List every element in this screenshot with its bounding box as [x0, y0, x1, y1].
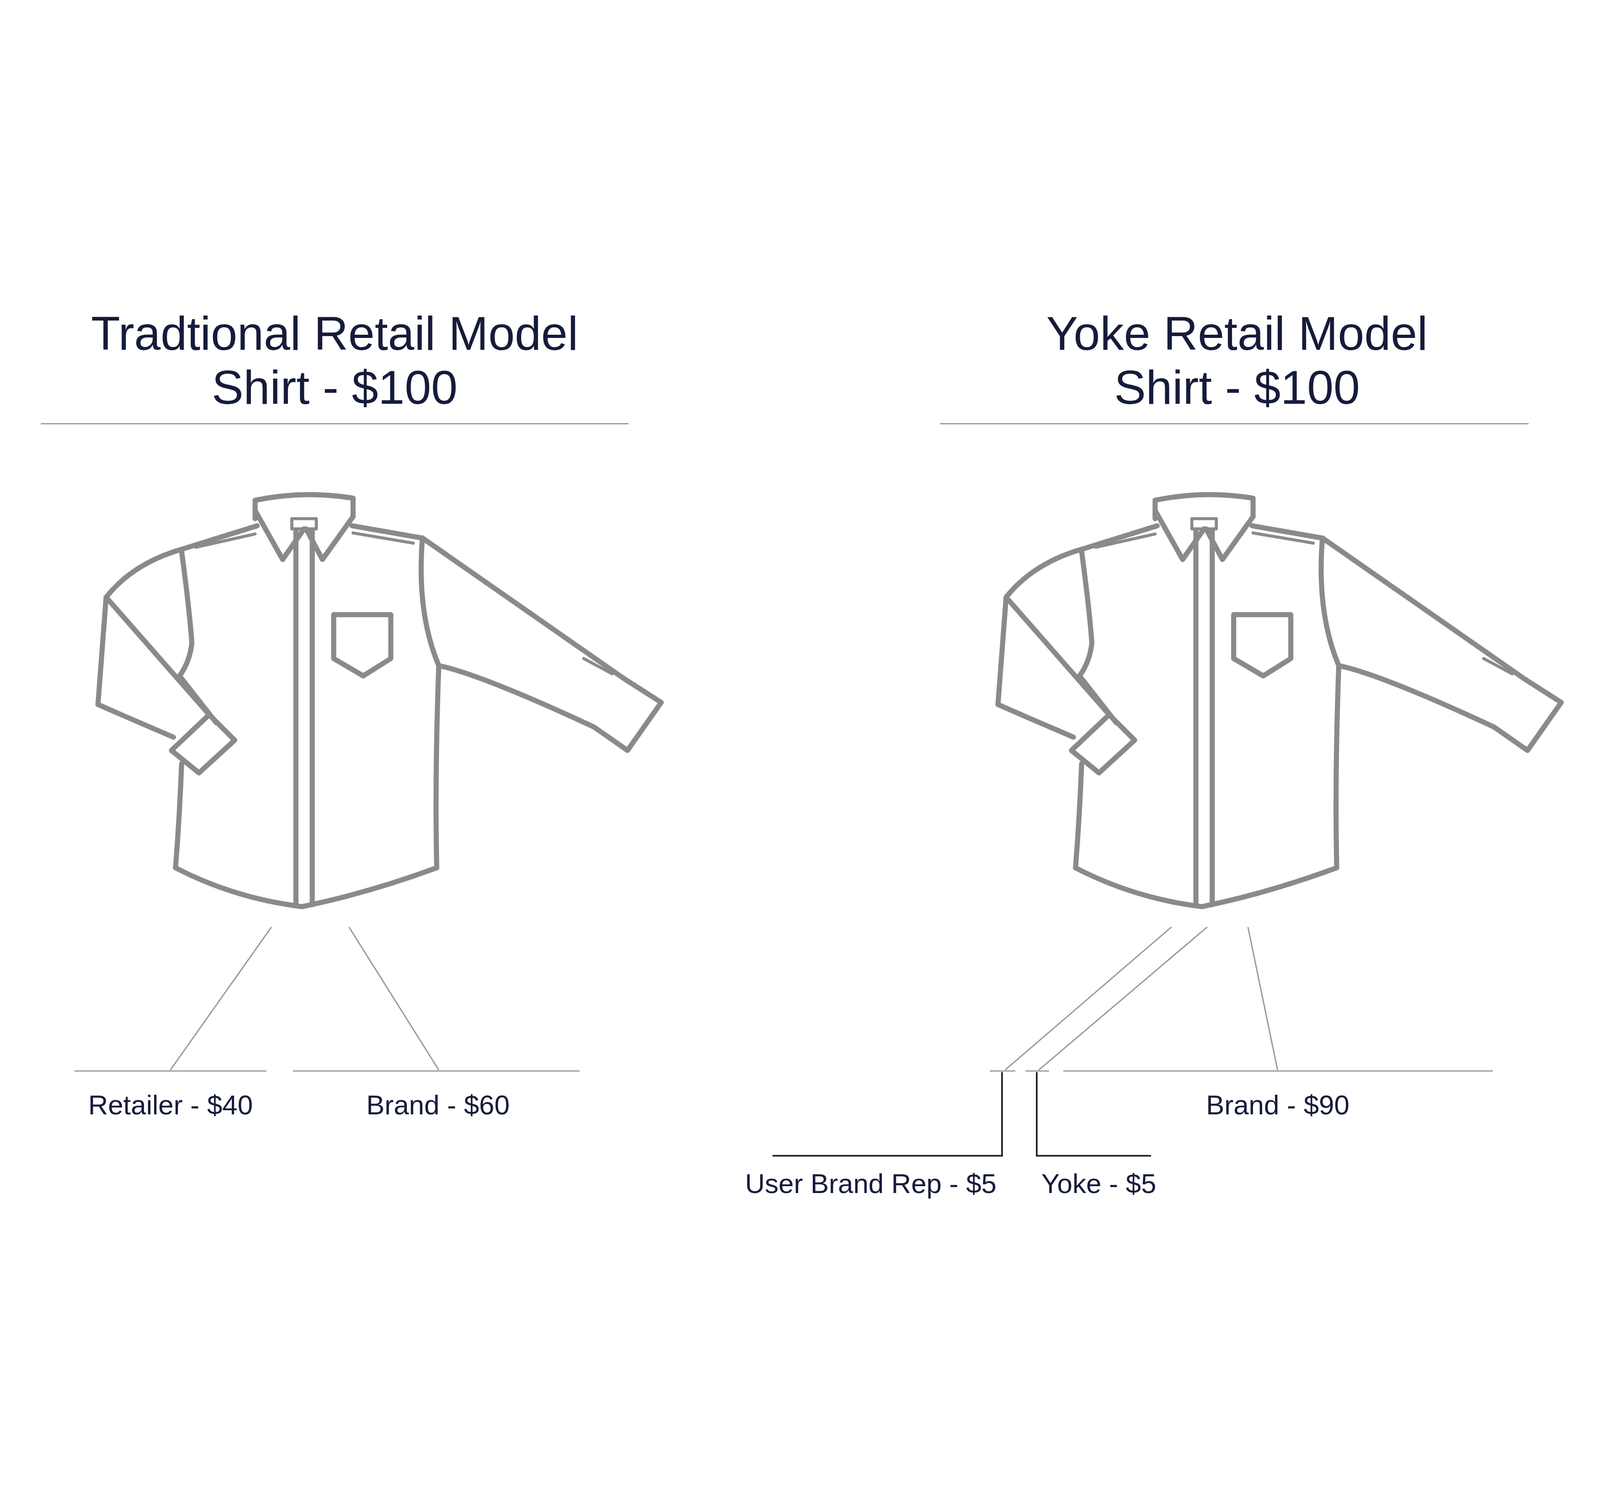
- shoulder-seam: [181, 525, 423, 550]
- sleeve: [1338, 665, 1494, 727]
- cuff-slot: [1483, 658, 1513, 674]
- heading: Shirt - $100: [208, 360, 461, 416]
- placket: [1195, 530, 1213, 905]
- leader-line: [1038, 926, 1207, 1070]
- sleeve: [997, 549, 1082, 737]
- neck-tag: [291, 518, 317, 529]
- title-rule: [40, 422, 629, 425]
- cuff-slot: [134, 719, 169, 735]
- sleeve: [97, 549, 182, 737]
- pocket: [1233, 614, 1291, 676]
- leader-line: [348, 926, 439, 1070]
- neck-tag: [1191, 518, 1217, 529]
- price-label: User Brand Rep - $5: [742, 1167, 1000, 1200]
- sleeve: [1322, 538, 1525, 679]
- sleeve: [438, 665, 594, 727]
- armhole: [421, 538, 439, 666]
- cuff: [1493, 678, 1562, 751]
- label-rule: [293, 1070, 580, 1072]
- shirt-drawing: [997, 494, 1562, 907]
- shirt-body: [175, 665, 439, 907]
- leader-line: [1248, 926, 1278, 1070]
- label-rule: [1025, 1070, 1049, 1072]
- shirt-drawing: [97, 494, 662, 907]
- heading: Shirt - $100: [1111, 360, 1363, 416]
- collar-band: [1155, 494, 1254, 519]
- yoke-stitch: [1095, 532, 1313, 547]
- shoulder-seam: [1081, 525, 1323, 550]
- price-label: Retailer - $40: [85, 1088, 256, 1121]
- heading: Yoke Retail Model: [1043, 306, 1431, 362]
- yoke-stitch: [196, 532, 414, 547]
- sleeve: [422, 538, 625, 679]
- armhole: [1321, 538, 1339, 666]
- label-rule: [989, 1070, 1016, 1072]
- pocket: [333, 614, 391, 676]
- leader-line: [170, 926, 272, 1070]
- price-label: Yoke - $5: [1038, 1167, 1159, 1200]
- bracket-line: [772, 1071, 1003, 1156]
- label-rule: [1063, 1070, 1494, 1072]
- cuff-slot: [1034, 719, 1069, 735]
- leader-lines: [74, 926, 1494, 1071]
- leader-line: [1005, 926, 1172, 1070]
- placket: [295, 530, 313, 905]
- collar-band: [255, 494, 353, 519]
- price-label: Brand - $60: [363, 1088, 513, 1121]
- price-label: Brand - $90: [1203, 1088, 1353, 1121]
- title-rules: [40, 422, 1529, 425]
- armhole: [1079, 551, 1117, 723]
- bracket-line: [1036, 1071, 1152, 1156]
- armhole: [179, 551, 217, 723]
- label-rule: [74, 1070, 267, 1072]
- title-rule: [939, 422, 1529, 425]
- heading: Tradtional Retail Model: [88, 306, 582, 362]
- cuff-slot: [583, 658, 613, 674]
- bracket-lines: [772, 1071, 1152, 1156]
- shirt-body: [1075, 665, 1339, 907]
- cuff: [593, 678, 662, 751]
